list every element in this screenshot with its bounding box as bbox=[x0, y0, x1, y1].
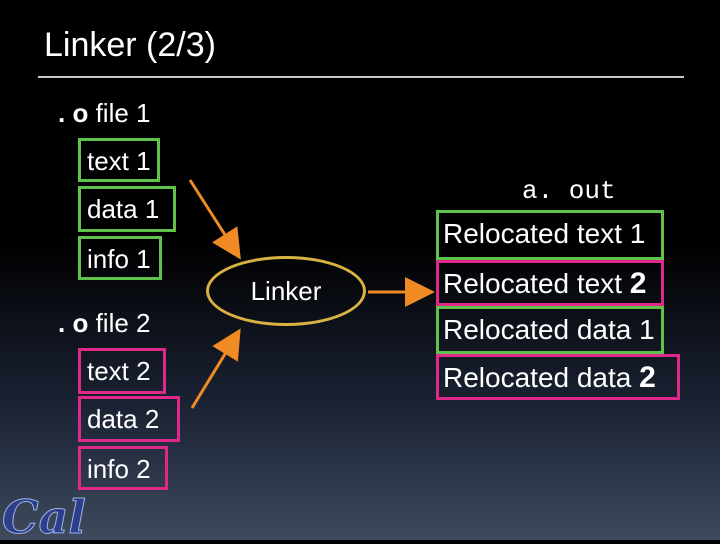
relocated-data-2-box: Relocated data 2 bbox=[436, 354, 680, 400]
relocated-data-1-box: Relocated data 1 bbox=[436, 306, 664, 354]
relocated-data-2-label: Relocated data bbox=[443, 362, 640, 393]
relocated-data-1-num: 1 bbox=[639, 314, 655, 345]
file2-data-box: data 2 bbox=[78, 396, 180, 442]
file2-text-box: text 2 bbox=[78, 348, 166, 394]
cal-logo: Cal bbox=[2, 490, 87, 544]
file1-data-label: data 1 bbox=[87, 194, 160, 224]
file1-data-box: data 1 bbox=[78, 186, 176, 232]
relocated-text-1-num: 1 bbox=[629, 218, 646, 249]
file2-info-label: info 2 bbox=[87, 454, 151, 484]
file2-info-box: info 2 bbox=[78, 446, 168, 490]
output-filename: a. out bbox=[522, 176, 616, 206]
file2-heading-dot: . o bbox=[58, 308, 89, 338]
file1-info-box: info 1 bbox=[78, 236, 162, 280]
slide-title: Linker (2/3) bbox=[44, 26, 216, 64]
file1-heading: . o file 1 bbox=[58, 98, 151, 129]
relocated-text-2-label: Relocated text bbox=[443, 268, 630, 299]
linker-label: Linker bbox=[250, 275, 322, 306]
file2-to-linker-arrow bbox=[190, 328, 241, 409]
file1-heading-label: file 1 bbox=[88, 98, 151, 128]
file2-heading-label: file 2 bbox=[88, 308, 151, 338]
file1-info-label: info 1 bbox=[87, 244, 151, 274]
relocated-text-2-num: 2 bbox=[629, 267, 647, 300]
relocated-text-1-label: Relocated text bbox=[443, 218, 630, 249]
file2-text-label: text 2 bbox=[87, 356, 151, 386]
file2-heading: . o file 2 bbox=[58, 308, 151, 339]
relocated-data-1-label: Relocated data bbox=[443, 314, 640, 345]
file1-text-label: text 1 bbox=[87, 146, 151, 176]
file1-to-linker-arrow bbox=[188, 179, 241, 260]
relocated-text-2-box: Relocated text 2 bbox=[436, 260, 664, 306]
title-divider bbox=[38, 76, 684, 78]
relocated-text-1-box: Relocated text 1 bbox=[436, 210, 664, 260]
linker-oval bbox=[206, 256, 366, 326]
file1-text-box: text 1 bbox=[78, 138, 160, 182]
file1-heading-dot: . o bbox=[58, 98, 89, 128]
file2-data-label: data 2 bbox=[87, 404, 160, 434]
relocated-data-2-num: 2 bbox=[639, 361, 656, 394]
